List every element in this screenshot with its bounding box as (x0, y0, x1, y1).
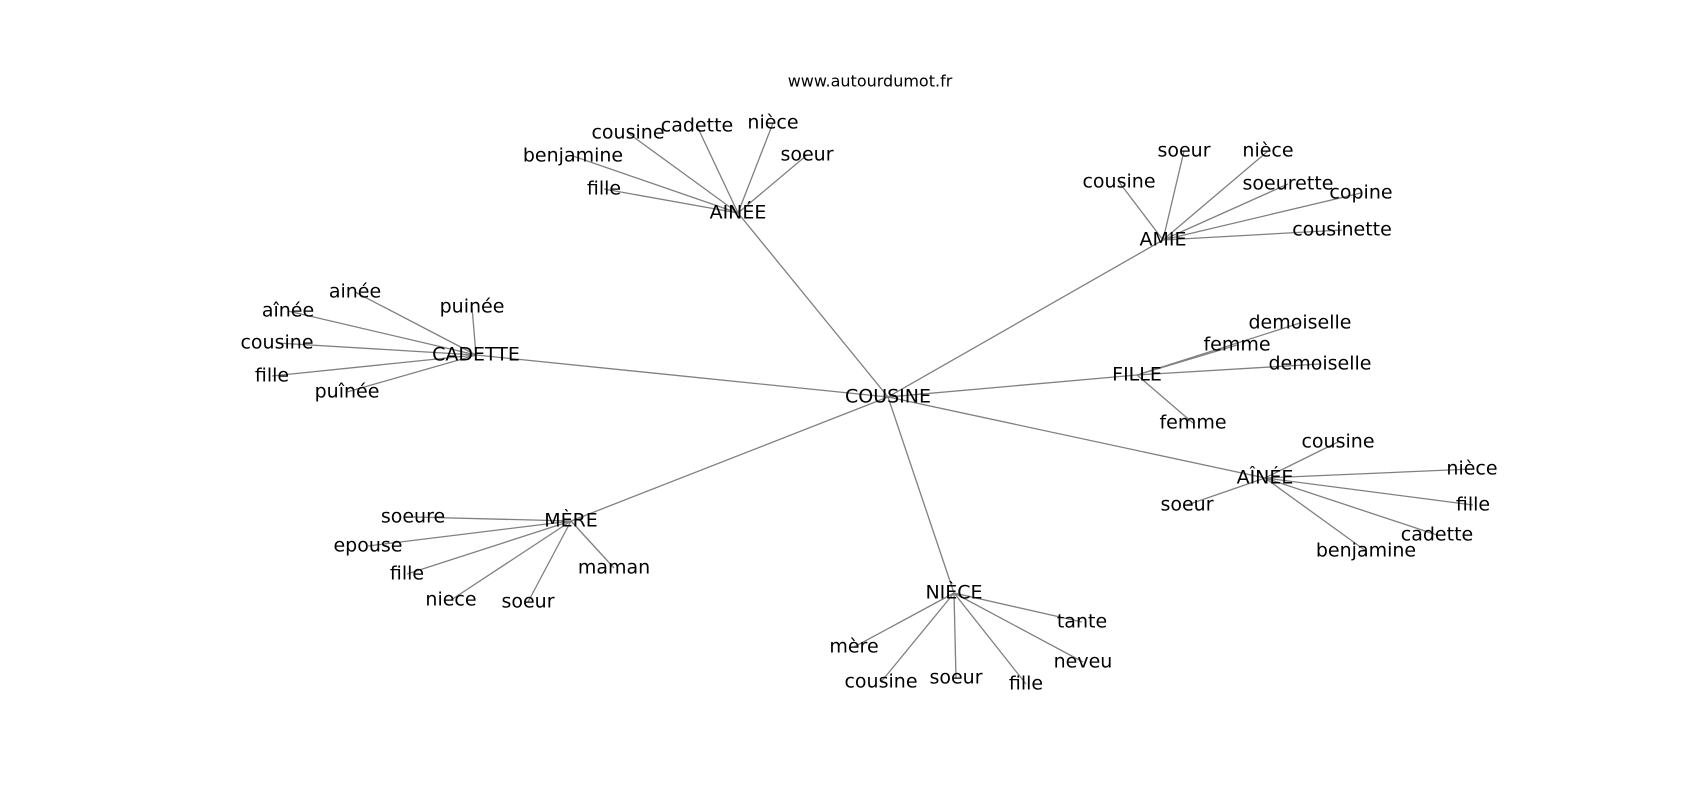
leaf-node-puinee: puinée (440, 296, 505, 318)
edge-amie-cousinette (1162, 229, 1343, 241)
edge-root-ainee (887, 396, 1266, 479)
leaf-node-soeurette: soeurette (1243, 173, 1334, 195)
edge-mere-soeure (412, 516, 572, 522)
leaf-node-maman: maman (578, 557, 650, 579)
leaf-node-niece: niece (425, 589, 476, 611)
edge-ainee-cadette (1264, 477, 1438, 536)
leaf-node-ainee: ainée (329, 281, 381, 303)
leaf-node-fille: fille (1009, 673, 1043, 695)
labels-layer: www.autourdumot.fr COUSINEAINÉEcousineca… (240, 72, 1497, 695)
group-node-niece: NIÈCE (925, 581, 982, 604)
leaf-node-demoiselle: demoiselle (1269, 353, 1372, 375)
leaf-node-niece: nièce (1446, 458, 1497, 480)
leaf-node-fille: fille (390, 563, 424, 585)
source-label: www.autourdumot.fr (788, 72, 953, 91)
leaf-node-cousine: cousine (240, 332, 313, 354)
edge-ainee-niece (1264, 468, 1473, 479)
leaf-node-cousine: cousine (591, 122, 664, 144)
edge-ainee-cadette (696, 125, 739, 214)
edge-amie-soeur (1162, 150, 1185, 241)
leaf-node-cousine: cousine (844, 671, 917, 693)
leaf-node-demoiselle: demoiselle (1249, 312, 1352, 334)
leaf-node-fille: fille (587, 178, 621, 200)
edge-cadette-ainee (354, 291, 477, 356)
group-node-ainee: AÎNÉE (1237, 466, 1294, 489)
edge-cadette-fille (271, 354, 477, 377)
edges-layer (271, 122, 1474, 685)
edge-amie-copine (1162, 192, 1362, 241)
leaf-node-copine: copine (1329, 182, 1392, 204)
leaf-node-tante: tante (1057, 611, 1107, 633)
leaf-node-niece: nièce (747, 112, 798, 134)
leaf-node-fille: fille (255, 365, 289, 387)
leaf-node-cousine: cousine (1082, 171, 1155, 193)
group-node-amie: AMIE (1140, 229, 1187, 251)
group-node-cadette: CADETTE (432, 344, 520, 366)
leaf-node-soeur: soeur (1160, 494, 1213, 516)
leaf-node-cousine: cousine (1301, 431, 1374, 453)
leaf-node-puinee: puînée (315, 381, 380, 403)
edge-amie-cousine (1118, 181, 1164, 241)
edge-mere-maman (570, 520, 615, 569)
edge-ainee-cousine (627, 132, 739, 214)
edge-cadette-puinee (346, 354, 477, 393)
leaf-node-femme: femme (1203, 334, 1270, 356)
leaf-node-soeur: soeur (929, 667, 982, 689)
leaf-node-soeur: soeur (1157, 140, 1210, 162)
leaf-node-cadette: cadette (661, 115, 733, 137)
edge-niece-soeur (953, 592, 957, 679)
edge-cadette-ainee (287, 310, 477, 356)
leaf-node-soeur: soeur (501, 591, 554, 613)
leaf-node-fille: fille (1456, 494, 1490, 516)
edge-niece-fille (953, 592, 1027, 685)
edge-ainee-niece (737, 122, 774, 214)
edge-amie-soeurette (1162, 183, 1289, 241)
edge-cadette-puinee (471, 306, 477, 356)
edge-mere-niece (450, 520, 572, 601)
leaf-node-mere: mère (829, 636, 878, 658)
leaf-node-niece: nièce (1242, 140, 1293, 162)
leaf-node-benjamine: benjamine (1316, 540, 1416, 562)
edge-ainee-cousine (1264, 441, 1339, 479)
leaf-node-cadette: cadette (1401, 524, 1473, 546)
edge-niece-tante (953, 592, 1083, 623)
edge-root-amie (887, 239, 1164, 398)
leaf-node-femme: femme (1159, 412, 1226, 434)
edge-fille-demoiselle (1136, 363, 1321, 376)
leaf-node-ainee: aînée (262, 300, 314, 322)
edge-ainee-benjamine (572, 155, 739, 214)
edge-mere-fille (406, 520, 572, 575)
edge-fille-femme (1136, 374, 1194, 424)
group-node-fille: FILLE (1112, 364, 1162, 386)
edge-ainee-fille (1264, 477, 1474, 506)
leaf-node-soeure: soeure (381, 506, 445, 528)
edge-niece-neveu (953, 592, 1084, 663)
edge-niece-cousine (880, 592, 955, 683)
group-node-mere: MÈRE (544, 509, 598, 532)
edge-mere-epouse (367, 520, 572, 547)
edge-cadette-cousine (276, 342, 477, 356)
edge-root-cadette (475, 354, 889, 398)
leaf-node-neveu: neveu (1054, 651, 1113, 673)
leaf-node-cousinette: cousinette (1292, 219, 1392, 241)
edge-amie-niece (1162, 150, 1269, 241)
edge-root-niece (887, 396, 955, 594)
edge-root-fille (887, 374, 1138, 398)
leaf-node-epouse: epouse (333, 535, 402, 557)
edge-ainee-soeur (1186, 477, 1266, 506)
edge-root-mere (570, 396, 889, 522)
edge-mere-soeur (527, 520, 572, 603)
root-node-label: COUSINE (845, 386, 931, 408)
edge-fille-femme (1136, 344, 1238, 376)
leaf-node-benjamine: benjamine (523, 145, 623, 167)
edge-ainee-soeur (737, 154, 808, 214)
edge-ainee-fille (603, 188, 739, 214)
edge-root-ainee (737, 212, 889, 398)
edge-niece-mere (853, 592, 955, 648)
leaf-node-soeur: soeur (780, 144, 833, 166)
group-node-ainee: AINÉE (710, 201, 767, 224)
edge-ainee-benjamine (1264, 477, 1367, 552)
